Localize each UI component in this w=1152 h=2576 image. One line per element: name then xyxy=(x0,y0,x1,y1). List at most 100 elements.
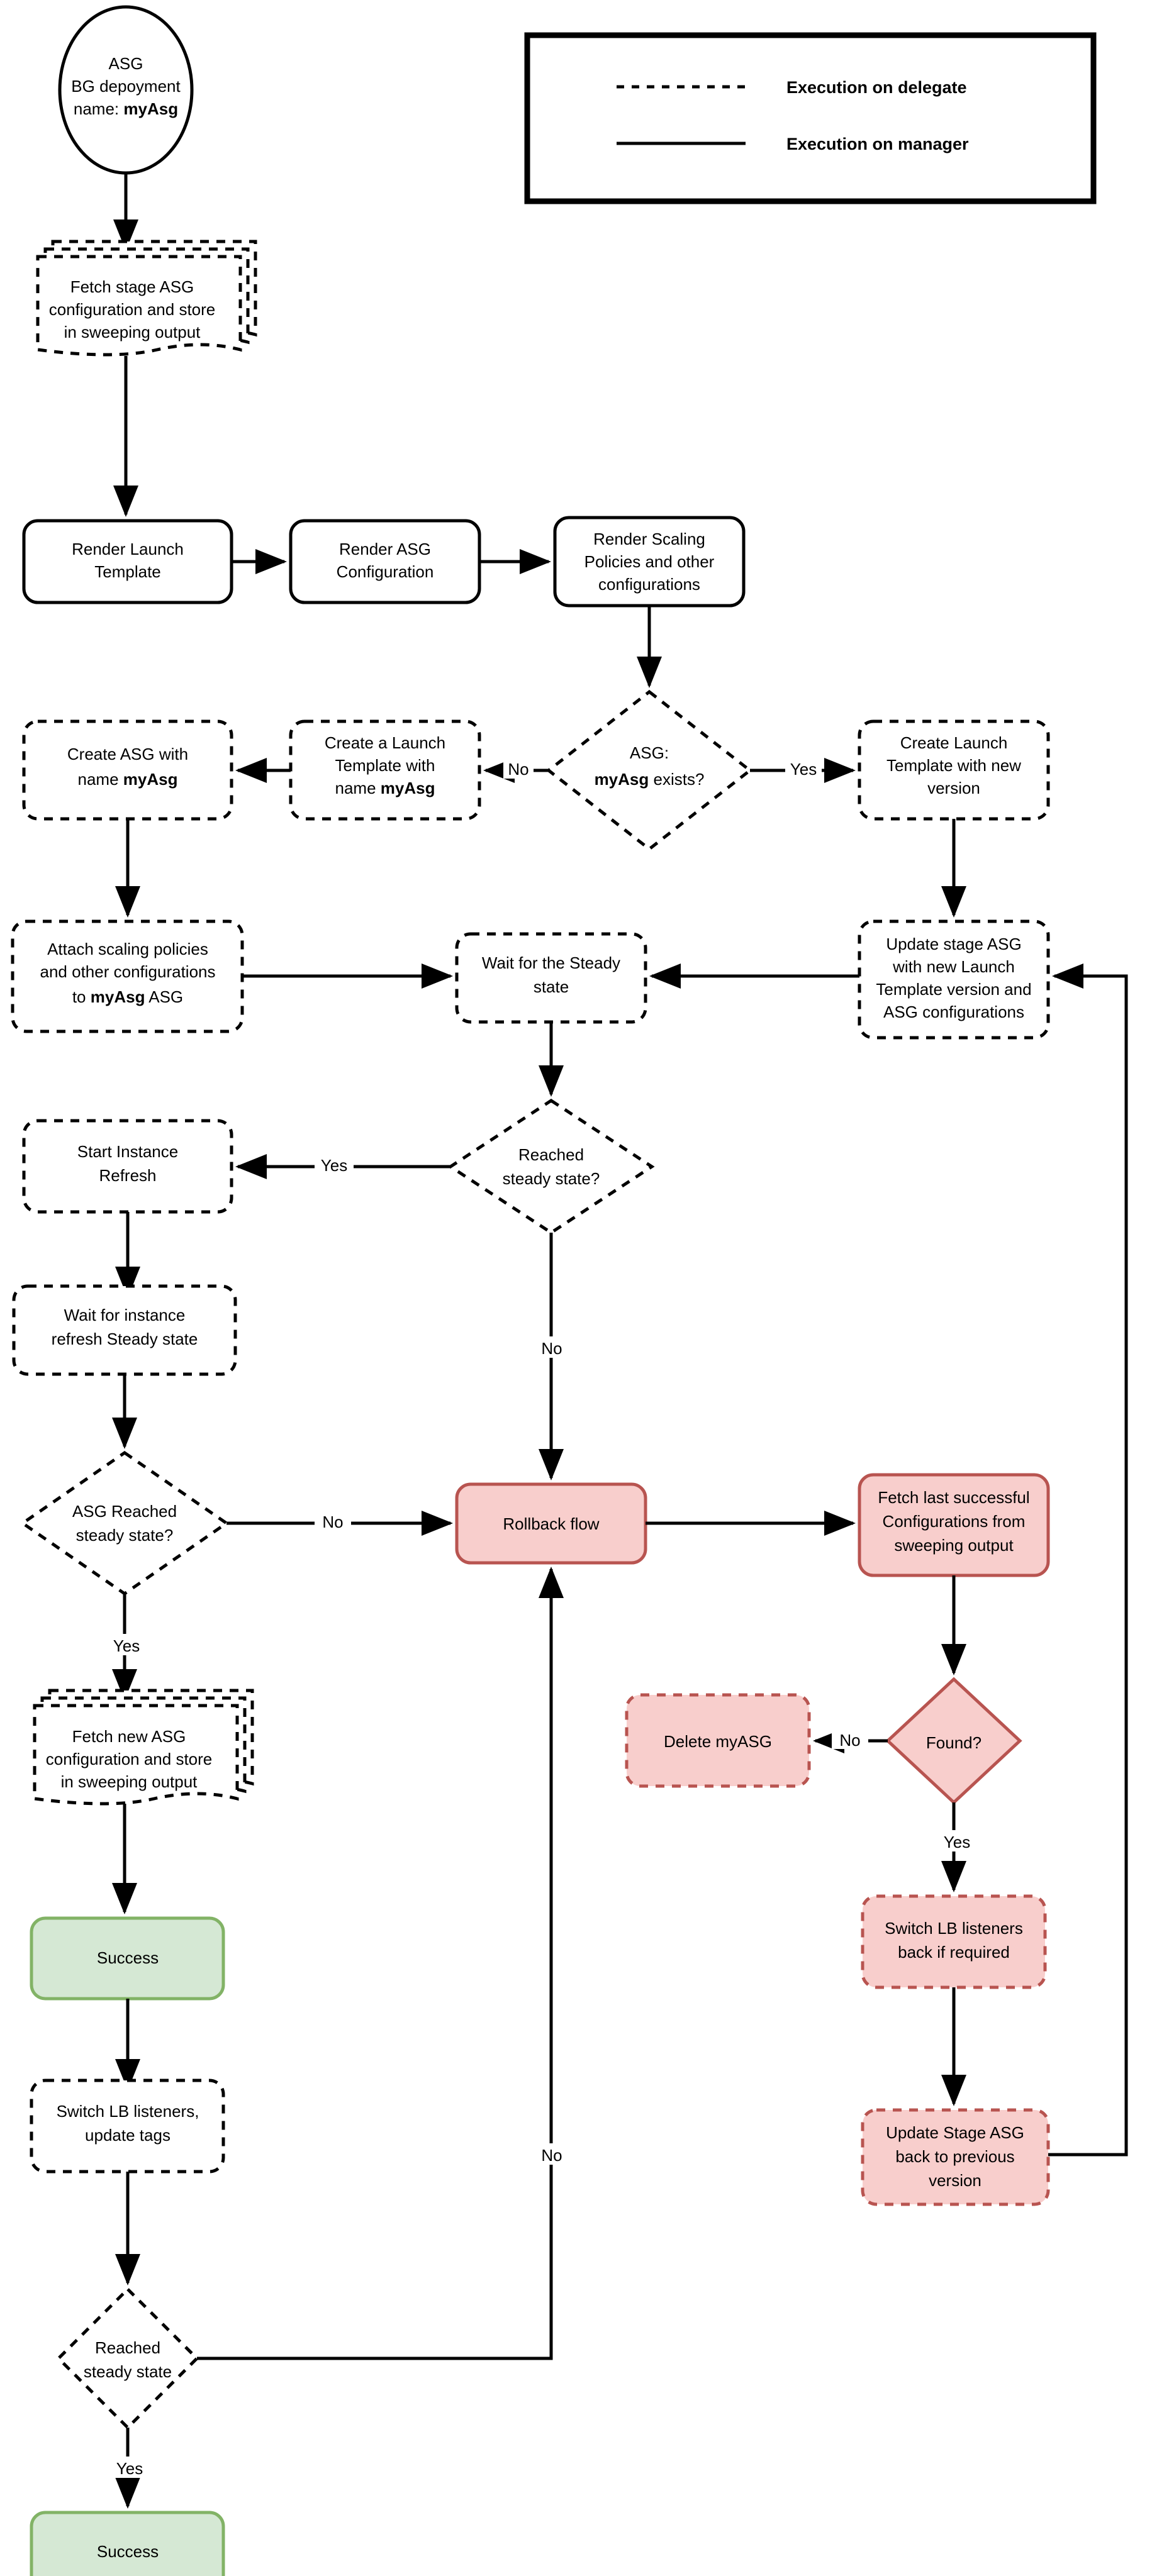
node-create-lt-new-line3: version xyxy=(927,779,980,797)
node-switch-lb-back: Switch LB listeners back if required xyxy=(861,1894,1047,1989)
node-switch-lb-tags-line2: update tags xyxy=(85,2126,171,2145)
node-create-launch-template-named: Create a Launch Template with name myAsg xyxy=(289,719,481,821)
node-switch-lb-tags-line1: Switch LB listeners, xyxy=(57,2102,199,2121)
node-update-stage-asg-line4: ASG configurations xyxy=(883,1002,1024,1021)
edge-reached-steady-2-no-to-rollback xyxy=(197,1566,564,2360)
node-attach-scaling-line3: to myAsg ASG xyxy=(72,987,183,1006)
node-update-stage-back: Update Stage ASG back to previous versio… xyxy=(861,2108,1050,2206)
node-fetch-stage-config-line1: Fetch stage ASG xyxy=(70,277,194,296)
edge-label-no-delete-myasg: No xyxy=(839,1731,860,1750)
node-update-stage-asg-line3: Template version and xyxy=(876,980,1031,999)
node-update-stage-back-line2: back to previous xyxy=(895,2147,1014,2166)
node-fetch-last-line1: Fetch last successful xyxy=(878,1488,1029,1507)
node-rollback-flow-label: Rollback flow xyxy=(503,1514,599,1533)
node-fetch-stage-config-line2: configuration and store xyxy=(49,300,216,319)
edge-label-yes-create-lt-new: Yes xyxy=(790,760,817,779)
node-reached-steady-2-line2: steady state xyxy=(84,2362,172,2381)
node-create-launch-template-new-version: Create Launch Template with new version xyxy=(858,719,1050,821)
node-render-scaling-policies-line2: Policies and other xyxy=(584,552,715,571)
node-rollback-flow: Rollback flow xyxy=(455,1482,647,1565)
node-fetch-last-successful: Fetch last successful Configurations fro… xyxy=(858,1473,1050,1577)
node-switch-lb-update-tags: Switch LB listeners, update tags xyxy=(30,2079,225,2174)
node-delete-myasg-label: Delete myASG xyxy=(664,1732,772,1751)
edge-label-no-asg-reached: No xyxy=(322,1513,343,1531)
node-render-launch-template-line1: Render Launch xyxy=(72,540,184,558)
node-attach-scaling-policies: Attach scaling policies and other config… xyxy=(11,919,244,1033)
node-delete-myasg: Delete myASG xyxy=(625,1693,811,1788)
node-create-lt-named-line3: name myAsg xyxy=(335,779,435,797)
edge-label-yes-instance-refresh: Yes xyxy=(321,1156,347,1175)
node-fetch-new-asg-config: Fetch new ASG configuration and store in… xyxy=(33,1689,254,1806)
node-create-asg-named-line2: name myAsg xyxy=(78,770,178,789)
node-attach-scaling-line2: and other configurations xyxy=(40,962,216,981)
node-wait-for-steady-state: Wait for the Steady state xyxy=(455,932,647,1024)
node-start-instance-refresh: Start Instance Refresh xyxy=(22,1119,233,1214)
node-update-stage-asg-line2: with new Launch xyxy=(892,957,1015,976)
node-fetch-new-asg-line1: Fetch new ASG xyxy=(72,1727,186,1746)
node-asg-exists-line2: myAsg exists? xyxy=(595,770,705,789)
node-create-lt-new-line1: Create Launch xyxy=(900,733,1008,752)
edge-label-no-rollback-top: No xyxy=(541,1339,562,1358)
node-asg-reached-steady-decision: ASG Reached steady state? xyxy=(20,1450,230,1596)
node-render-scaling-policies-line1: Render Scaling xyxy=(593,530,705,548)
node-start-instance-refresh-line2: Refresh xyxy=(99,1166,156,1185)
node-update-stage-back-line1: Update Stage ASG xyxy=(886,2123,1024,2142)
node-create-asg-named: Create ASG with name myAsg xyxy=(22,719,233,821)
node-wait-steady-line1: Wait for the Steady xyxy=(482,953,620,972)
node-fetch-new-asg-line2: configuration and store xyxy=(46,1750,213,1768)
node-create-lt-new-line2: Template with new xyxy=(886,756,1021,775)
node-attach-scaling-line1: Attach scaling policies xyxy=(47,940,208,958)
node-render-asg-configuration-line1: Render ASG xyxy=(339,540,431,558)
legend-label-delegate: Execution on delegate xyxy=(786,78,967,97)
node-success-1-label: Success xyxy=(97,1948,159,1967)
legend-label-manager: Execution on manager xyxy=(786,135,969,153)
node-start-instance-refresh-line1: Start Instance xyxy=(77,1142,178,1161)
legend-box: Execution on delegate Execution on manag… xyxy=(524,32,1097,204)
node-reached-steady-line2: steady state? xyxy=(503,1169,600,1188)
edge-label-no-create-lt: No xyxy=(508,760,528,779)
node-fetch-stage-config: Fetch stage ASG configuration and store … xyxy=(36,240,257,357)
node-asg-exists-decision: ASG: myAsg exists? xyxy=(545,689,753,852)
node-fetch-new-asg-line3: in sweeping output xyxy=(61,1772,198,1791)
node-update-stage-asg-line1: Update stage ASG xyxy=(886,935,1021,953)
edge-loopback-update-stage xyxy=(1048,963,1128,2157)
node-start-line2: BG depoyment xyxy=(71,77,181,96)
node-render-asg-configuration-line2: Configuration xyxy=(337,562,434,581)
node-start-line1: ASG xyxy=(109,54,143,73)
node-create-asg-named-line1: Create ASG with xyxy=(67,745,188,763)
node-wait-instance-refresh-line1: Wait for instance xyxy=(64,1306,186,1324)
node-asg-reached-line2: steady state? xyxy=(76,1526,174,1545)
node-update-stage-asg: Update stage ASG with new Launch Templat… xyxy=(858,919,1050,1040)
edge-label-yes-switch-lb-back: Yes xyxy=(944,1833,970,1852)
node-reached-steady-line1: Reached xyxy=(518,1145,584,1164)
node-wait-instance-refresh: Wait for instance refresh Steady state xyxy=(12,1284,237,1376)
node-found-label: Found? xyxy=(926,1733,981,1752)
node-fetch-stage-config-line3: in sweeping output xyxy=(64,323,201,341)
node-asg-reached-line1: ASG Reached xyxy=(72,1502,177,1521)
node-wait-steady-line2: state xyxy=(534,977,569,996)
node-render-launch-template-line2: Template xyxy=(94,562,161,581)
node-reached-steady-state-decision: Reached steady state? xyxy=(447,1099,655,1235)
node-asg-exists-line1: ASG: xyxy=(630,743,669,762)
node-reached-steady-2-line1: Reached xyxy=(95,2338,160,2357)
node-create-lt-named-line2: Template with xyxy=(335,756,435,775)
node-update-stage-back-line3: version xyxy=(929,2171,981,2190)
node-success-2-label: Success xyxy=(97,2542,159,2561)
edge-label-yes-success-2: Yes xyxy=(116,2459,143,2478)
node-found-decision: Found? xyxy=(885,1677,1022,1805)
node-render-scaling-policies: Render Scaling Policies and other config… xyxy=(553,516,746,608)
node-switch-lb-back-line2: back if required xyxy=(898,1943,1010,1962)
node-start: ASG BG depoyment name: myAsg xyxy=(58,5,194,175)
edge-label-no-reached-steady-2: No xyxy=(541,2146,562,2165)
node-render-scaling-policies-line3: configurations xyxy=(598,575,700,594)
node-wait-instance-refresh-line2: refresh Steady state xyxy=(52,1330,198,1348)
node-render-launch-template: Render Launch Template xyxy=(22,519,233,604)
node-fetch-last-line2: Configurations from xyxy=(883,1512,1026,1531)
node-switch-lb-back-line1: Switch LB listeners xyxy=(885,1919,1023,1938)
node-fetch-last-line3: sweeping output xyxy=(894,1536,1014,1555)
node-success-2: Success xyxy=(30,2511,225,2576)
node-start-line3: name: myAsg xyxy=(74,99,178,118)
node-success-1: Success xyxy=(30,1916,225,2001)
